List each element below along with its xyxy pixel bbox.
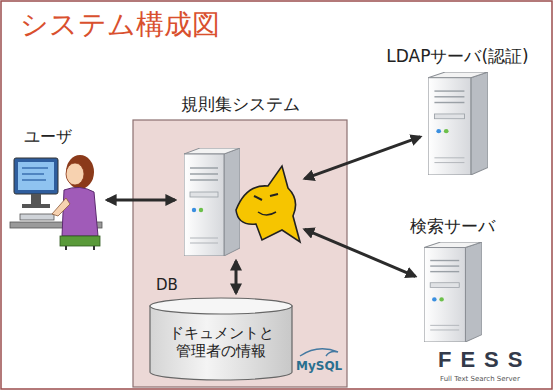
app-server [180, 148, 300, 256]
db-contents: ドキュメントと管理者の情報 [165, 324, 277, 360]
app-server-icon [184, 148, 240, 256]
system-region: DBドキュメントと管理者の情報規則集システム [133, 120, 347, 387]
user-node: ユーザ [10, 150, 102, 250]
server-heading: LDAPサーバ(認証) [386, 46, 528, 66]
node-heading: ユーザ [24, 127, 72, 146]
database-cylinder [150, 298, 292, 380]
bidirectional-arrow [107, 199, 175, 202]
logo-text: FESS [438, 348, 531, 372]
diagram-title: システム構成図 [20, 6, 220, 44]
search-server: 検索サーバ [420, 242, 485, 342]
bidirectional-arrow [305, 229, 416, 276]
ldap-server-icon [428, 72, 488, 175]
db-heading: DB [156, 276, 178, 294]
server-heading: 検索サーバ [410, 216, 495, 236]
database-node: DBドキュメントと管理者の情報 [150, 298, 292, 378]
tomcat-logo [236, 166, 300, 242]
bidirectional-arrow [305, 137, 421, 179]
ldap-server: LDAPサーバ(認証) [425, 72, 490, 175]
search-server-icon [424, 242, 482, 342]
logo-subtitle: Full Text Search Server [440, 376, 520, 384]
user-illustration [10, 155, 102, 250]
logo-text: MySQL [296, 360, 342, 373]
mysql-dolphin [300, 349, 338, 356]
region-heading: 規則集システム [181, 94, 300, 114]
system-region-fill [133, 120, 347, 387]
bidirectional-arrow [235, 261, 238, 293]
